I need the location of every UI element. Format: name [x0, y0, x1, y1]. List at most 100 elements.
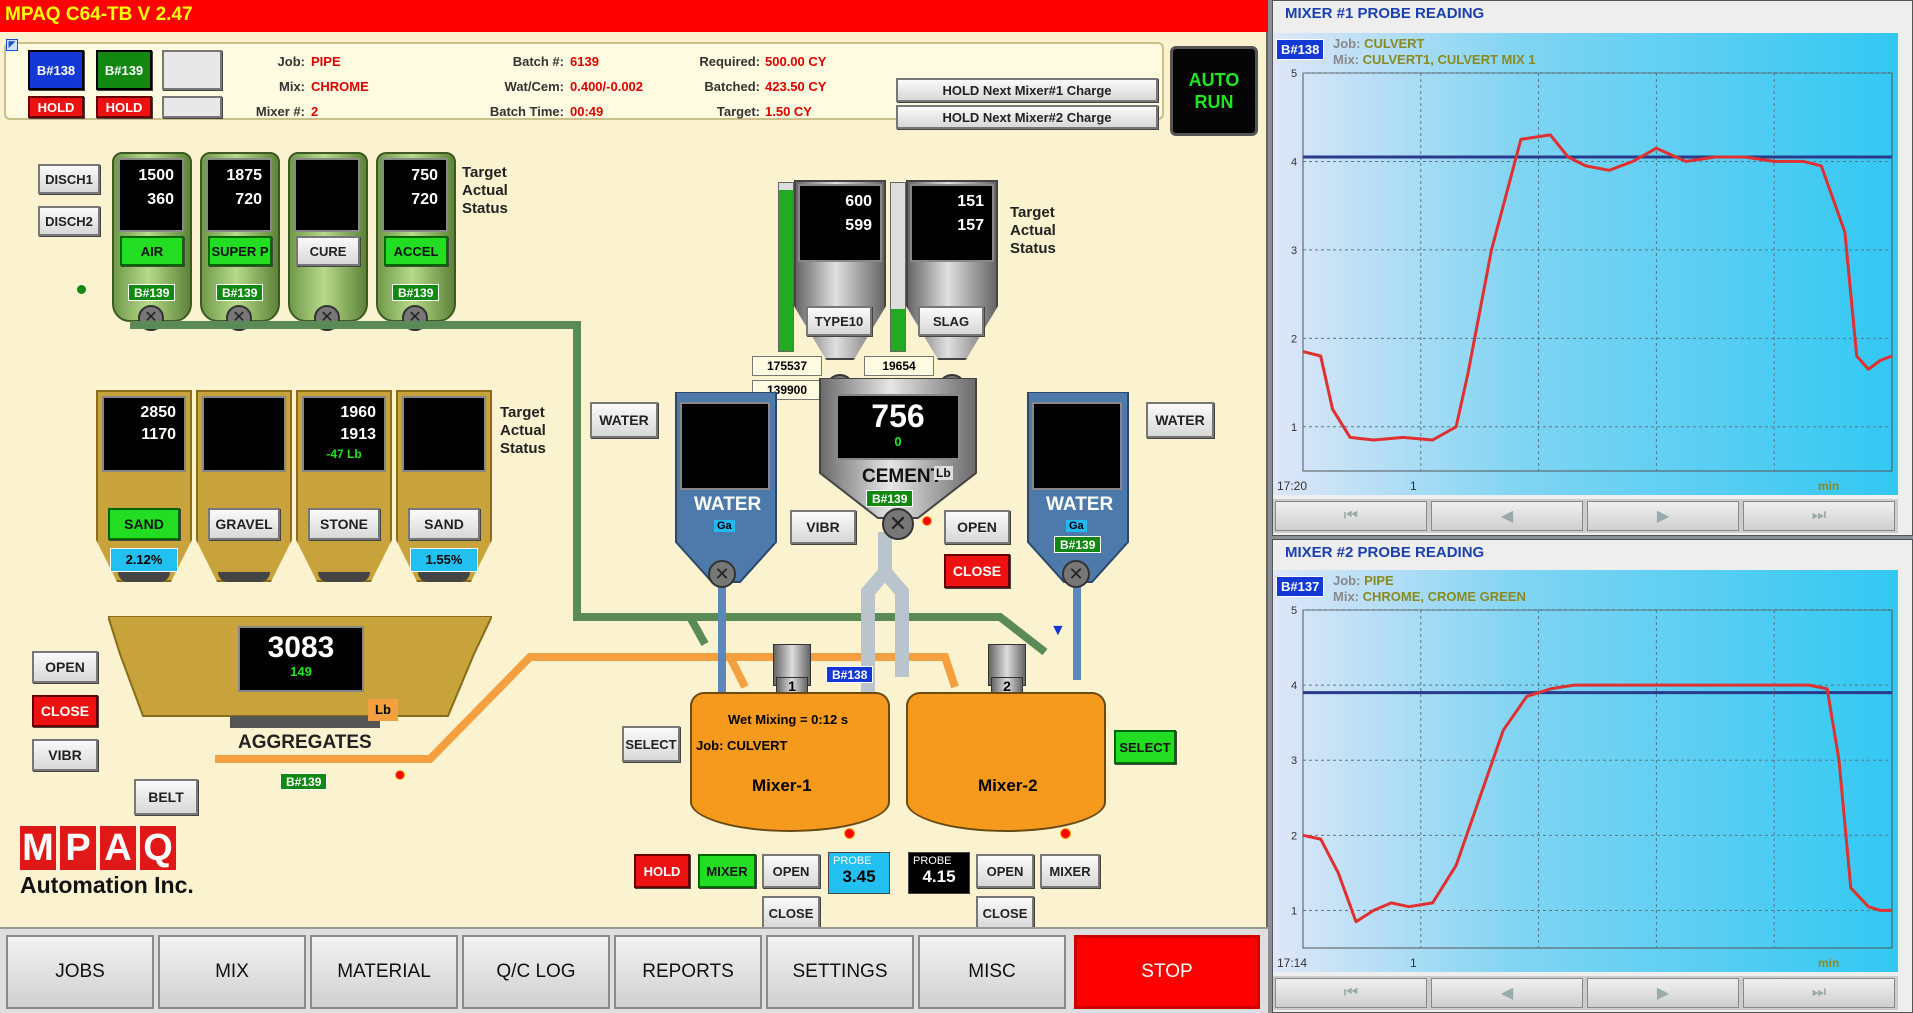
chart1-first-button[interactable]: ⏮	[1275, 501, 1427, 531]
mixer2-mixer-button[interactable]: MIXER	[1040, 854, 1100, 888]
nav-qc-log-button[interactable]: Q/C LOG	[462, 935, 610, 1009]
nav-settings-button[interactable]: SETTINGS	[766, 935, 914, 1009]
y-tick-label: 1	[1291, 422, 1297, 434]
cement-valve-icon[interactable]: ✕	[882, 508, 914, 540]
cement-weight-sub: 0	[894, 434, 902, 449]
disch1-button[interactable]: DISCH1	[38, 164, 100, 194]
mixer2-close-button[interactable]: CLOSE	[976, 896, 1034, 930]
aggregates-vibr-button[interactable]: VIBR	[32, 739, 98, 771]
chart2-first-button[interactable]: ⏮	[1275, 978, 1427, 1008]
aggregates-close-button[interactable]: CLOSE	[32, 695, 98, 727]
mixer2-open-button[interactable]: OPEN	[976, 854, 1034, 888]
mixer1-hold-button[interactable]: HOLD	[634, 854, 690, 888]
chart1-next-button[interactable]: ▶	[1587, 501, 1739, 531]
y-tick-label: 3	[1291, 245, 1297, 257]
mixer1-select-button[interactable]: SELECT	[622, 726, 680, 762]
corner-icon[interactable]: ◤	[6, 39, 18, 51]
water-left-button[interactable]: WATER	[590, 402, 658, 438]
silo-target: 600	[845, 193, 872, 210]
chart2-plot-area: B#137 Job: PIPE Mix: CHROME, CROME GREEN…	[1273, 570, 1898, 972]
target-label: Target:	[716, 104, 760, 119]
admix-status-button[interactable]: ACCEL	[384, 236, 448, 266]
batch-num-value: 6139	[570, 54, 599, 69]
mixer2-probe-label: PROBE	[913, 855, 952, 867]
chart1-last-button[interactable]: ⏭	[1743, 501, 1895, 531]
admix-batch-tag: B#139	[392, 284, 440, 301]
chart2-last-button[interactable]: ⏭	[1743, 978, 1895, 1008]
chart2-prev-button[interactable]: ◀	[1431, 978, 1583, 1008]
batch-num-label: Batch #:	[512, 54, 564, 69]
chart2-next-button[interactable]: ▶	[1587, 978, 1739, 1008]
aggregate-actual: 1170	[141, 426, 176, 443]
chart2-job-value: PIPE	[1364, 573, 1394, 588]
mixer1-probe-chart-panel: MIXER #1 PROBE READING B#138 Job: CULVER…	[1272, 0, 1913, 536]
hold-next-mixer2-button[interactable]: HOLD Next Mixer#2 Charge	[896, 105, 1158, 129]
hold-button-b139[interactable]: HOLD	[96, 96, 152, 118]
aggregate-status-button[interactable]: STONE	[308, 508, 380, 540]
legend-actual: Actual	[1010, 222, 1056, 239]
nav-mix-button[interactable]: MIX	[158, 935, 306, 1009]
mixer1-open-button[interactable]: OPEN	[762, 854, 820, 888]
disch2-button[interactable]: DISCH2	[38, 206, 100, 236]
mixer2-select-button[interactable]: SELECT	[1114, 730, 1176, 764]
batched-label: Batched:	[704, 79, 760, 94]
nav-jobs-button[interactable]: JOBS	[6, 935, 154, 1009]
agg-legend: Target Actual Status	[500, 404, 546, 458]
cement-vibr-button[interactable]: VIBR	[790, 510, 856, 544]
admix-valve-icon[interactable]: ✕	[226, 305, 252, 331]
chart1-mix-label: Mix:	[1333, 52, 1359, 67]
water-left-display	[680, 402, 770, 490]
aggregates-open-button[interactable]: OPEN	[32, 651, 98, 683]
admix-status-button[interactable]: CURE	[296, 236, 360, 266]
batch-button-empty[interactable]	[162, 50, 222, 90]
aggregate-status-button[interactable]: SAND	[408, 508, 480, 540]
belt-button[interactable]: BELT	[134, 779, 198, 815]
hold-button-b138[interactable]: HOLD	[28, 96, 84, 118]
nav-misc-button[interactable]: MISC	[918, 935, 1066, 1009]
batch-button-b139[interactable]: B#139	[96, 50, 152, 90]
cement-weight-value: 756	[871, 398, 925, 434]
admix-status-button[interactable]: SUPER P	[208, 236, 272, 266]
mixer2-body[interactable]	[906, 692, 1106, 832]
mixer1-body[interactable]	[690, 692, 890, 832]
silo-status-button[interactable]: SLAG	[918, 306, 984, 336]
y-tick-label: 4	[1291, 156, 1297, 168]
y-tick-label: 5	[1291, 605, 1297, 617]
chart2-tick-1: 1	[1410, 956, 1417, 970]
aggregates-weight: 3083 149	[238, 626, 364, 692]
water-right-button[interactable]: WATER	[1146, 402, 1214, 438]
logo-letter: P	[60, 826, 96, 870]
cement-unit: Lb	[934, 466, 953, 480]
type10-level-fill	[779, 189, 793, 351]
water-right-valve-icon[interactable]: ✕	[1062, 560, 1090, 588]
silo-actual: 599	[845, 217, 872, 234]
legend-target: Target	[1010, 204, 1055, 221]
mixer2-probe-value: 4.15	[922, 867, 956, 886]
nav-reports-button[interactable]: REPORTS	[614, 935, 762, 1009]
aggregate-status-button[interactable]: SAND	[108, 508, 180, 540]
water-left-valve-icon[interactable]: ✕	[708, 560, 736, 588]
silo-actual: 157	[957, 217, 984, 234]
logo-letter: Q	[140, 826, 176, 870]
mixer1-mixer-button[interactable]: MIXER	[698, 854, 756, 888]
aggregate-status-button[interactable]: GRAVEL	[208, 508, 280, 540]
admix-status-button[interactable]: AIR	[120, 236, 184, 266]
cement-close-button[interactable]: CLOSE	[944, 554, 1010, 588]
stop-button[interactable]: STOP	[1074, 935, 1260, 1009]
chart1-scrollbar: ⏮ ◀ ▶ ⏭	[1273, 499, 1898, 533]
nav-material-button[interactable]: MATERIAL	[310, 935, 458, 1009]
cement-open-button[interactable]: OPEN	[944, 510, 1010, 544]
mixer2-name: Mixer-2	[978, 776, 1038, 795]
batch-button-b138[interactable]: B#138	[28, 50, 84, 90]
hold-next-mixer1-button[interactable]: HOLD Next Mixer#1 Charge	[896, 78, 1158, 102]
cement-legend: Target Actual Status	[1010, 204, 1056, 258]
mixer1-close-button[interactable]: CLOSE	[762, 896, 820, 930]
silo-status-button[interactable]: TYPE10	[806, 306, 872, 336]
hold-button-empty[interactable]	[162, 96, 222, 118]
silo-counter-1: 175537	[752, 356, 822, 376]
chart1-mix: Mix: CULVERT1, CULVERT MIX 1	[1333, 52, 1536, 67]
chart1-prev-button[interactable]: ◀	[1431, 501, 1583, 531]
